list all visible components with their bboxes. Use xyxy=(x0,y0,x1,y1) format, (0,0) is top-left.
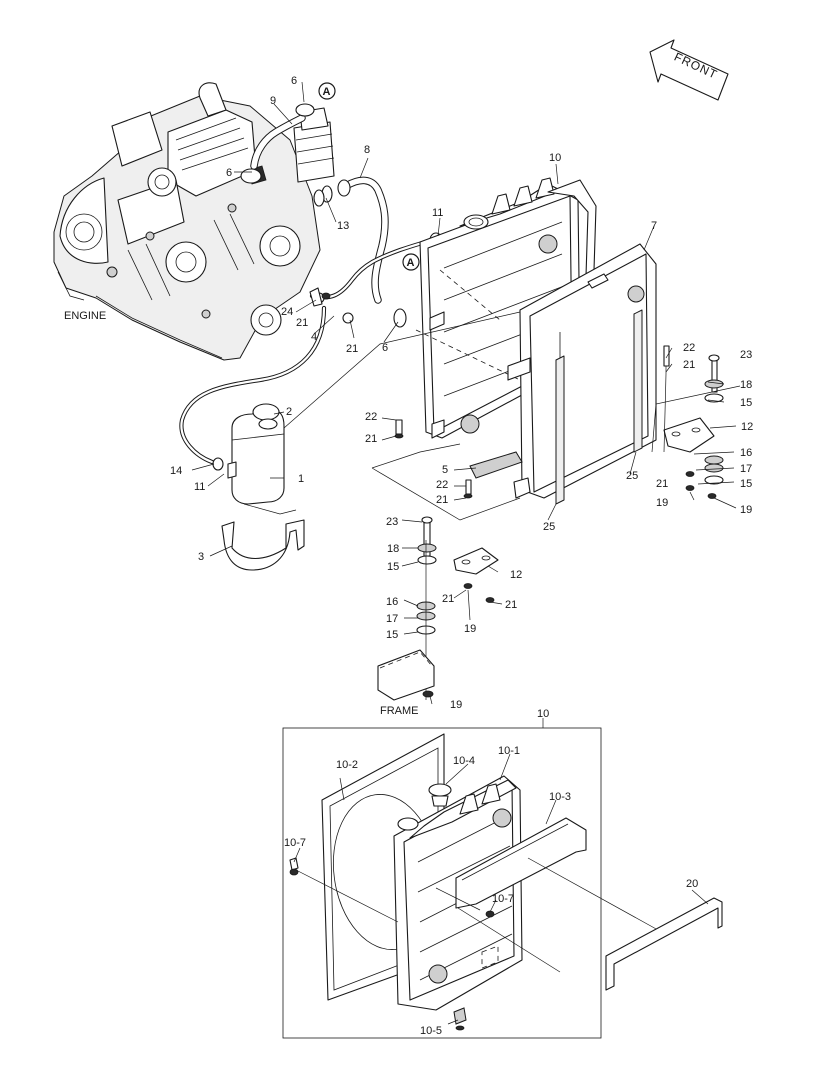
callout-5: 5 xyxy=(442,464,448,476)
callout-19: 19 xyxy=(740,504,752,516)
callout-23: 23 xyxy=(740,349,752,361)
callout-23: 23 xyxy=(386,516,398,528)
callout-2: 2 xyxy=(286,406,292,418)
callout-11: 11 xyxy=(194,481,205,493)
callout-11: 11 xyxy=(432,207,443,219)
reservoir-tank xyxy=(227,403,285,505)
svg-text:A: A xyxy=(323,86,331,98)
callout-6: 6 xyxy=(226,167,232,179)
callout-10-7: 10-7 xyxy=(284,837,306,849)
callout-15: 15 xyxy=(740,478,752,490)
callout-19: 19 xyxy=(656,497,668,509)
callout-3: 3 xyxy=(198,551,204,563)
frame-label: FRAME xyxy=(380,705,419,717)
callout-16: 16 xyxy=(740,447,752,459)
svg-text:A: A xyxy=(407,257,415,269)
callout-9: 9 xyxy=(270,95,276,107)
callout-18: 18 xyxy=(387,543,399,555)
engine-assembly: ENGINE xyxy=(53,82,321,361)
reference-marker-a-top: A xyxy=(318,82,336,100)
callout-21: 21 xyxy=(346,343,358,355)
callout-20: 20 xyxy=(686,878,698,890)
tank-bracket xyxy=(221,519,305,571)
callout-10-7: 10-7 xyxy=(492,893,514,905)
callout-10-2: 10-2 xyxy=(336,759,358,771)
callout-21: 21 xyxy=(683,359,695,371)
rod-bracket xyxy=(605,889,723,991)
callout-10-5: 10-5 xyxy=(420,1025,442,1037)
fan-shroud xyxy=(469,243,657,505)
callout-1: 1 xyxy=(298,473,304,485)
callout-13: 13 xyxy=(337,220,349,232)
callout-25: 25 xyxy=(626,470,638,482)
callout-19: 19 xyxy=(464,623,476,635)
callout-numbers: 6 9 8 10 6 13 11 7 24 21 4 21 6 22 21 23… xyxy=(170,75,753,1037)
callout-7: 7 xyxy=(651,220,657,232)
leader-lines xyxy=(191,81,741,705)
right-mount-stack xyxy=(663,345,724,499)
front-direction-arrow: FRONT xyxy=(649,39,729,101)
callout-15: 15 xyxy=(386,629,398,641)
callout-10-1: 10-1 xyxy=(498,745,520,757)
callout-10-4: 10-4 xyxy=(453,755,475,767)
callout-24: 24 xyxy=(281,306,293,318)
callout-10: 10 xyxy=(549,152,561,164)
callout-17: 17 xyxy=(386,613,398,625)
callout-16: 16 xyxy=(386,596,398,608)
callout-10-box: 10 xyxy=(537,708,549,720)
reference-marker-a-mid: A xyxy=(402,253,420,271)
callout-21: 21 xyxy=(656,478,668,490)
callout-10-3: 10-3 xyxy=(549,791,571,803)
callout-22: 22 xyxy=(365,411,377,423)
callout-17: 17 xyxy=(740,463,752,475)
engine-label: ENGINE xyxy=(64,310,106,322)
callout-21: 21 xyxy=(505,599,517,611)
callout-6: 6 xyxy=(291,75,297,87)
callout-4: 4 xyxy=(311,331,317,343)
upper-hose-parts xyxy=(179,103,443,471)
callout-21: 21 xyxy=(442,593,454,605)
callout-8: 8 xyxy=(364,144,370,156)
callout-21: 21 xyxy=(296,317,308,329)
callout-6: 6 xyxy=(382,342,388,354)
radiator-detail-box xyxy=(282,718,659,1039)
callout-22: 22 xyxy=(436,479,448,491)
callout-18: 18 xyxy=(740,379,752,391)
callout-19: 19 xyxy=(450,699,462,711)
callout-15: 15 xyxy=(740,397,752,409)
callout-21: 21 xyxy=(436,494,448,506)
callout-12: 12 xyxy=(741,421,753,433)
callout-15: 15 xyxy=(387,561,399,573)
callout-22: 22 xyxy=(683,342,695,354)
callout-12: 12 xyxy=(510,569,522,581)
callout-25: 25 xyxy=(543,521,555,533)
callout-14: 14 xyxy=(170,465,182,477)
callout-21: 21 xyxy=(365,433,377,445)
